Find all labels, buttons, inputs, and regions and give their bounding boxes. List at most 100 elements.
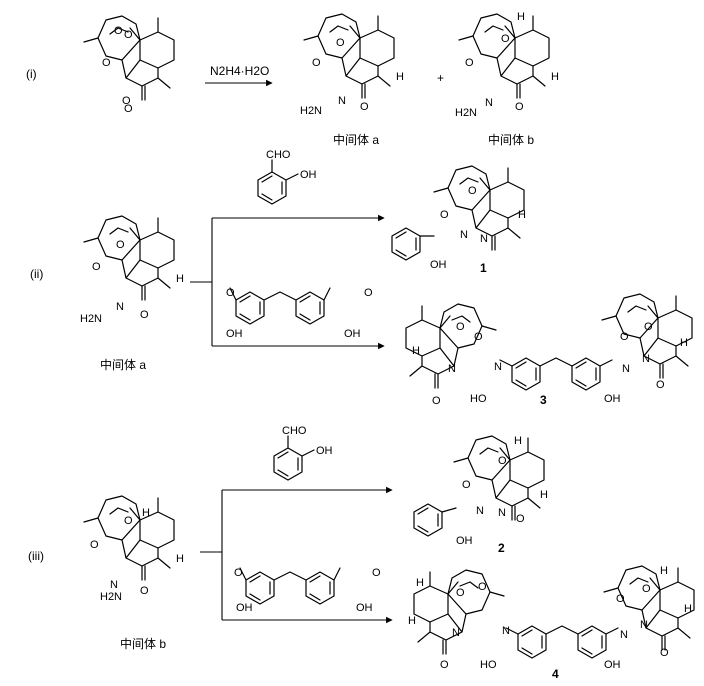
atom-HO: HO — [480, 659, 497, 671]
atom-O-carbonyl: O — [360, 101, 369, 113]
intermediate-a-structure: O O H N H2N O — [300, 13, 404, 117]
atom-H2N: H2N — [300, 105, 322, 117]
atom-O-carbonyl: O — [124, 103, 133, 115]
atom-O: O — [616, 593, 625, 605]
atom-N: N — [480, 233, 488, 245]
atom-O: O — [124, 515, 133, 527]
atom-H2N: H2N — [455, 107, 477, 119]
intermediate-b-label: 中间体 b — [488, 132, 534, 147]
atom-H: H — [408, 615, 416, 627]
product-4-right-core — [603, 565, 695, 651]
atom-O-peroxide: O — [114, 25, 123, 37]
atom-OH: OH — [604, 659, 621, 671]
atom-H: H — [412, 345, 420, 357]
product-2-number: 2 — [498, 541, 505, 555]
intermediate-a-structure-row2: O O H N H2N O — [80, 215, 184, 325]
atom-O-carbonyl: O — [515, 101, 524, 113]
atom-OH: OH — [604, 393, 621, 405]
product-4-linker — [505, 625, 619, 659]
atom-H: H — [396, 71, 404, 83]
atom-H: H — [684, 603, 692, 615]
atom-H2N: H2N — [100, 591, 122, 603]
atom-O: O — [478, 581, 487, 593]
atom-O: O — [92, 261, 101, 273]
product-4-left-core — [413, 569, 505, 655]
atom-N: N — [110, 579, 118, 591]
atom-O-carbonyl: O — [660, 647, 669, 659]
step-label-ii: (ii) — [30, 267, 43, 281]
atom-N: N — [485, 97, 493, 109]
atom-OH: OH — [300, 169, 317, 181]
atom-N: N — [476, 505, 484, 517]
product-4-number: 4 — [552, 667, 559, 681]
bisaldehyde-reagent-ii — [229, 287, 331, 325]
product-2-structure: O O H H N N O — [453, 435, 548, 525]
intermediate-b-label-row3: 中间体 b — [120, 636, 166, 651]
atom-O: O — [501, 33, 510, 45]
atom-O: O — [440, 209, 449, 221]
atom-OH: OH — [344, 328, 361, 340]
intermediate-a-label: 中间体 a — [333, 132, 379, 147]
atom-N: N — [494, 361, 502, 373]
atom-CHO: CHO — [282, 425, 307, 437]
atom-N: N — [452, 627, 460, 639]
atom-O: O — [462, 479, 471, 491]
atom-O: O — [474, 331, 483, 343]
branch-connector-top-ii — [190, 218, 213, 283]
atom-H: H — [416, 577, 424, 589]
atom-N: N — [460, 229, 468, 241]
atom-N: N — [502, 625, 510, 637]
intermediate-a-label-row2: 中间体 a — [100, 357, 146, 372]
product-3-number: 3 — [540, 393, 547, 407]
atom-H: H — [540, 489, 548, 501]
atom-O: O — [234, 567, 243, 579]
atom-O: O — [372, 567, 381, 579]
step-label-iii: (iii) — [28, 549, 44, 563]
product-1-phenol — [391, 227, 435, 261]
atom-N: N — [116, 301, 124, 313]
atom-H: H — [551, 71, 559, 83]
atom-OH: OH — [226, 328, 243, 340]
atom-O: O — [336, 37, 345, 49]
atom-H2N: H2N — [80, 313, 102, 325]
step-label-i: (i) — [26, 67, 37, 81]
atom-H: H — [514, 435, 522, 447]
atom-N: N — [338, 95, 346, 107]
atom-O: O — [364, 287, 373, 299]
atom-O-lactone: O — [122, 95, 131, 107]
atom-CHO: CHO — [266, 149, 291, 161]
atom-N: N — [642, 353, 650, 365]
atom-HO: HO — [470, 393, 487, 405]
atom-N: N — [448, 363, 456, 375]
artemisinin-structure: O O O O O — [83, 15, 175, 115]
atom-O: O — [116, 239, 125, 251]
atom-O-carbonyl: O — [140, 309, 149, 321]
plus-sign: + — [437, 71, 444, 85]
atom-O: O — [498, 455, 507, 467]
atom-O-ring: O — [102, 57, 111, 69]
intermediate-b-structure-row3: O O H H N H2N O — [83, 495, 184, 603]
atom-OH: OH — [236, 602, 253, 614]
atom-O: O — [90, 539, 99, 551]
product-3-linker — [499, 357, 613, 391]
atom-N: N — [620, 629, 628, 641]
atom-H: H — [176, 553, 184, 565]
atom-OH: OH — [456, 535, 473, 547]
product-1-number: 1 — [480, 261, 487, 275]
atom-O-carbonyl: O — [656, 379, 665, 391]
atom-OH: OH — [316, 445, 333, 457]
atom-O: O — [642, 583, 651, 595]
reagent-hydrazine: N2H4·H2O — [210, 64, 269, 78]
atom-N: N — [622, 363, 630, 375]
atom-O: O — [456, 321, 465, 333]
atom-H: H — [176, 273, 184, 285]
salicylaldehyde-reagent-iii — [273, 435, 315, 481]
atom-O: O — [312, 57, 321, 69]
salicylaldehyde-reagent-ii — [257, 159, 299, 205]
atom-O-peroxide-2: O — [124, 29, 133, 41]
atom-O-carbonyl: O — [440, 659, 449, 671]
bisaldehyde-reagent-iii — [239, 567, 341, 605]
intermediate-b-structure: O O H H N H2N O — [455, 11, 559, 119]
atom-O-carbonyl: O — [516, 513, 525, 525]
